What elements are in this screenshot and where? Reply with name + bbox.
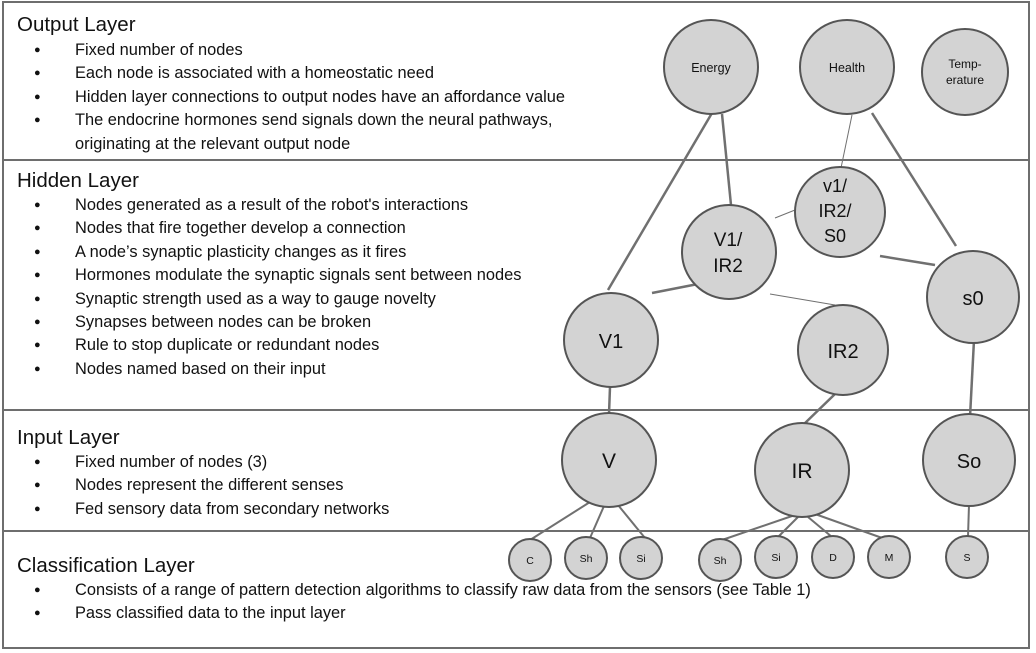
bullet: Each node is associated with a homeostat…	[34, 62, 565, 86]
bullet: The endocrine hormones send signals down…	[34, 109, 565, 133]
node-v: V	[561, 412, 657, 508]
node-s0: s0	[926, 250, 1020, 344]
node-label: v1/	[823, 176, 847, 196]
node-label: C	[526, 555, 534, 567]
edge-v1ir2s0-v1ir2	[774, 209, 796, 219]
node-label: IR2/	[818, 201, 851, 221]
node-label: IR	[792, 460, 813, 483]
node-sh-ir: Sh	[698, 538, 742, 582]
edge-v1ir2-ir2	[769, 293, 836, 306]
node-label: M	[885, 552, 894, 564]
bullet: Rule to stop duplicate or redundant node…	[34, 334, 521, 358]
node-c: C	[508, 538, 552, 582]
edge-v-sh	[589, 505, 605, 539]
output-layer-title: Output Layer	[17, 13, 136, 36]
edge-v1ir2-v1	[651, 282, 699, 295]
node-label: IR2	[827, 341, 858, 363]
input-layer-bullets: Fixed number of nodes (3) Nodes represen…	[34, 451, 389, 522]
edge-s0-so	[968, 339, 976, 418]
bullet: Consists of a range of pattern detection…	[34, 579, 811, 603]
edge-ir-m	[814, 513, 886, 540]
bullet: Pass classified data to the input layer	[34, 602, 811, 626]
edge-so-s	[967, 504, 970, 538]
edge-v-si	[617, 504, 646, 539]
bullet: Synaptic strength used as a way to gauge…	[34, 288, 521, 312]
node-label: S	[963, 552, 970, 564]
node-label: erature	[946, 73, 984, 87]
node-label: Sh	[714, 555, 727, 567]
bullet: Hidden layer connections to output nodes…	[34, 86, 565, 110]
hidden-layer-title: Hidden Layer	[17, 169, 139, 192]
node-label: Si	[636, 553, 645, 565]
node-si-visual: Si	[619, 536, 663, 580]
input-layer-title: Input Layer	[17, 426, 120, 449]
node-label: s0	[962, 288, 983, 310]
node-label: S0	[824, 226, 846, 246]
edge-v1-v	[607, 386, 612, 415]
node-v1-ir2: V1/ IR2	[681, 204, 777, 300]
bullet: Nodes represent the different senses	[34, 474, 389, 498]
node-label: Energy	[691, 61, 731, 75]
classification-layer-title: Classification Layer	[17, 554, 195, 577]
bullet: A node’s synaptic plasticity changes as …	[34, 241, 521, 265]
edge-energy-v1ir2	[720, 113, 733, 206]
edges	[529, 112, 976, 541]
edge-ir2-ir	[801, 393, 836, 427]
bullet: Fed sensory data from secondary networks	[34, 498, 389, 522]
node-label: V1/	[714, 230, 743, 251]
bullet: Synapses between nodes can be broken	[34, 311, 521, 335]
node-label: So	[957, 451, 981, 473]
node-ir2: IR2	[797, 304, 889, 396]
node-label: Si	[771, 552, 780, 564]
node-label: IR2	[713, 256, 743, 277]
bullet: Nodes named based on their input	[34, 358, 521, 382]
edge-ir-d	[807, 516, 833, 538]
node-energy: Energy	[663, 19, 759, 115]
bullet: Fixed number of nodes (3)	[34, 451, 389, 475]
edge-ir-sh	[721, 514, 796, 541]
bullet: Nodes generated as a result of the robot…	[34, 194, 521, 218]
node-label: V1	[599, 331, 623, 353]
node-ir: IR	[754, 422, 850, 518]
node-temperature: Temp- erature	[921, 28, 1009, 116]
node-label: D	[829, 552, 837, 564]
node-sh-visual: Sh	[564, 536, 608, 580]
node-label: V	[602, 450, 616, 473]
edge-v-c	[529, 501, 591, 541]
node-v1-ir2-s0: v1/ IR2/ S0	[794, 166, 886, 258]
node-label: Health	[829, 61, 865, 75]
node-so: So	[922, 413, 1016, 507]
edge-energy-v1	[606, 112, 714, 291]
edge-health-s0	[870, 112, 958, 247]
output-layer-bullets: Fixed number of nodes Each node is assoc…	[34, 39, 565, 156]
bullet-continuation: originating at the relevant output node	[75, 134, 351, 153]
node-si-ir: Si	[754, 535, 798, 579]
node-v1: V1	[563, 292, 659, 388]
edge-health-v1ir2s0	[840, 114, 853, 169]
node-health: Health	[799, 19, 895, 115]
bullet: Fixed number of nodes	[34, 39, 565, 63]
node-d: D	[811, 535, 855, 579]
classification-layer-bullets: Consists of a range of pattern detection…	[34, 579, 811, 626]
node-label: Temp-	[948, 57, 981, 71]
node-label: Sh	[580, 553, 593, 565]
node-m: M	[867, 535, 911, 579]
node-s: S	[945, 535, 989, 579]
bullet: Hormones modulate the synaptic signals s…	[34, 264, 521, 288]
edge-v1ir2s0-s0	[879, 254, 936, 267]
hidden-layer-panel: Hidden Layer Nodes generated as a result…	[2, 159, 1030, 411]
edge-ir-si	[777, 516, 799, 538]
input-layer-panel: Input Layer Fixed number of nodes (3) No…	[2, 409, 1030, 532]
hidden-layer-bullets: Nodes generated as a result of the robot…	[34, 194, 521, 382]
bullet: Nodes that fire together develop a conne…	[34, 217, 521, 241]
